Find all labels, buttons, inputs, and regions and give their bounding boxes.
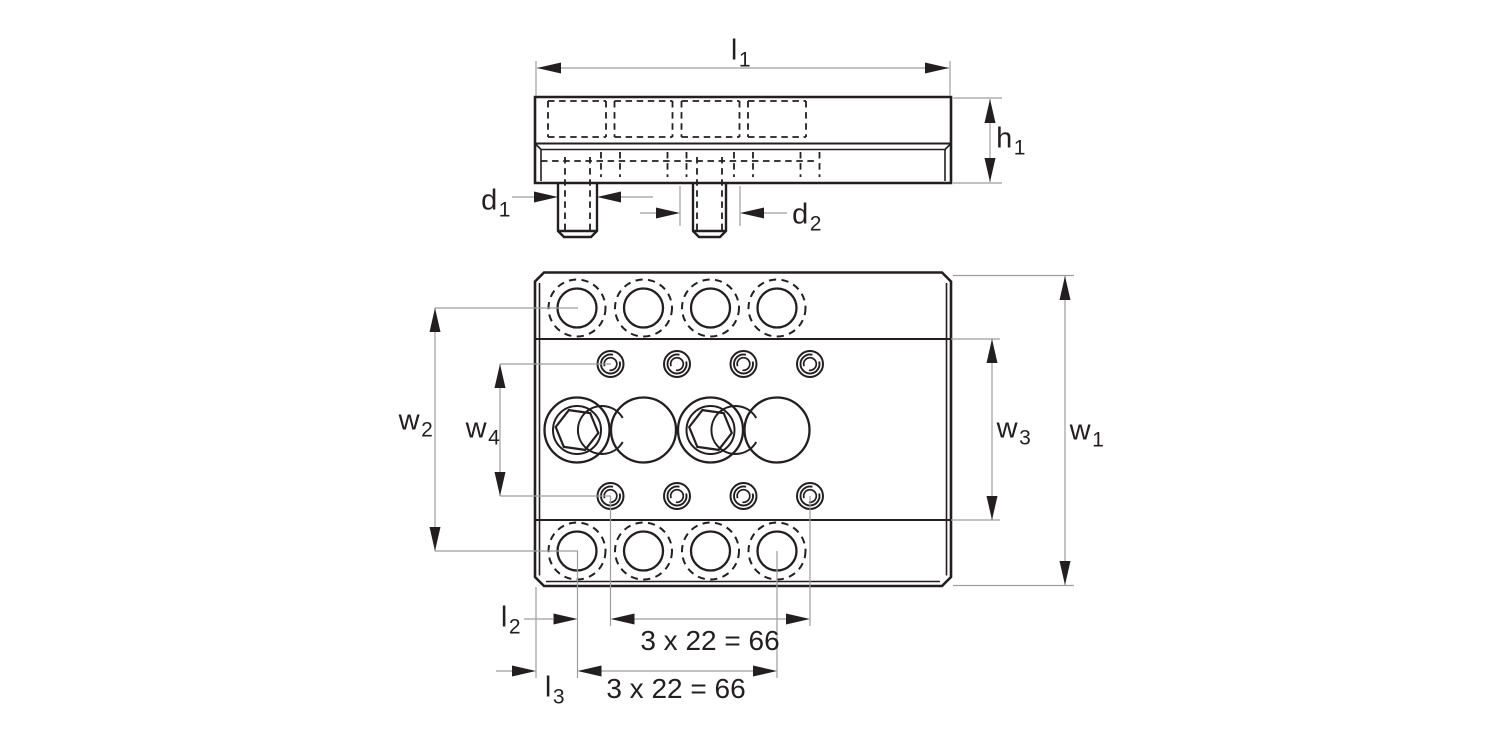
port-hole <box>613 278 674 338</box>
d2-arrow-left <box>656 207 680 219</box>
w2-arrow-bottom <box>429 527 441 551</box>
plan-view <box>533 271 953 588</box>
label-pitch-bottom: 3 x 22 = 66 <box>606 673 746 704</box>
center-row <box>543 396 811 464</box>
hidden-counterbore-3 <box>680 100 741 138</box>
port-hole <box>747 278 807 338</box>
h1-arrow-top <box>984 99 996 123</box>
hidden-counterbore-1 <box>547 100 607 138</box>
thread-hole <box>796 350 824 378</box>
w4-arrow-top <box>494 364 506 388</box>
l1-extension-lines <box>535 61 951 96</box>
label-d1: d1 <box>481 184 511 222</box>
label-l1: l1 <box>730 34 752 72</box>
side-view-dimensions <box>512 61 1002 226</box>
pitch-bottom-arrow-left <box>577 665 602 677</box>
l2-arrow <box>553 613 578 625</box>
thread-hole <box>729 350 758 378</box>
thread-hole <box>729 482 758 510</box>
pitch-top-arrow-right <box>786 613 810 625</box>
w3-extension-lines <box>951 338 1000 521</box>
hidden-stud-threads <box>564 157 723 230</box>
thread-row-upper <box>596 350 824 378</box>
label-w2: w2 <box>398 404 434 442</box>
plan-view-outline <box>533 271 953 588</box>
port-row-top <box>547 278 807 338</box>
thread-hole <box>663 350 691 378</box>
w1-arrow-bottom <box>1059 561 1071 585</box>
port-hole <box>680 521 741 581</box>
w1-extension-lines <box>953 274 1074 587</box>
stud-1 <box>556 183 599 239</box>
label-l3: l3 <box>544 671 566 709</box>
hidden-counterbore-4 <box>747 100 807 138</box>
l1-arrow-right <box>925 62 949 74</box>
bottom-leader-lines <box>535 496 811 678</box>
h1-arrow-bottom <box>984 158 996 182</box>
thread-hole <box>663 482 691 510</box>
label-w4: w4 <box>465 412 501 450</box>
label-d2: d2 <box>792 198 822 236</box>
d1-arrow-right <box>597 191 621 203</box>
center-hole <box>576 396 678 464</box>
label-w1: w1 <box>1069 414 1105 452</box>
side-view-body <box>533 95 953 239</box>
side-view-bottom-strip <box>534 142 952 181</box>
w2-arrow-top <box>429 308 441 332</box>
dimension-arrows <box>534 62 996 219</box>
l3-arrow <box>512 665 536 677</box>
stud-2 <box>691 183 728 239</box>
label-pitch-top: 3 x 22 = 66 <box>640 625 780 656</box>
side-view-outline <box>533 95 953 185</box>
w3-arrow-top <box>986 339 998 363</box>
plan-view-body <box>533 271 953 588</box>
port-row-bottom <box>547 521 807 581</box>
hidden-counterbore-2 <box>613 100 674 138</box>
d2-extension-lines <box>679 186 741 226</box>
port-hole <box>680 278 741 338</box>
label-h1: h1 <box>996 122 1026 160</box>
w3-arrow-bottom <box>986 496 998 520</box>
l1-arrow-left <box>537 62 561 74</box>
w2-leader-lines <box>435 307 578 552</box>
d2-arrow-right <box>740 207 764 219</box>
d1-arrow-left <box>534 191 558 203</box>
side-view <box>533 95 953 239</box>
pitch-bottom-arrow-right <box>753 665 777 677</box>
hidden-small-holes <box>600 152 821 177</box>
w1-arrow-top <box>1059 276 1071 300</box>
plan-view-chamfer-lines <box>538 283 948 583</box>
pitch-top-arrow-left <box>610 613 635 625</box>
w4-leader-lines <box>500 363 611 497</box>
plan-view-dimensions <box>429 274 1074 678</box>
plan-view-strip-lines <box>535 338 951 521</box>
port-hole <box>613 521 674 581</box>
h1-extension-lines <box>953 97 1002 184</box>
thread-row-lower <box>596 482 824 510</box>
label-l2: l2 <box>500 601 522 639</box>
dimension-arrows <box>429 276 1071 677</box>
side-view-hidden-lines <box>541 100 821 230</box>
center-hole <box>710 396 811 464</box>
label-w3: w3 <box>996 412 1032 450</box>
dimension-lines <box>434 274 1074 678</box>
w4-arrow-bottom <box>494 472 506 496</box>
